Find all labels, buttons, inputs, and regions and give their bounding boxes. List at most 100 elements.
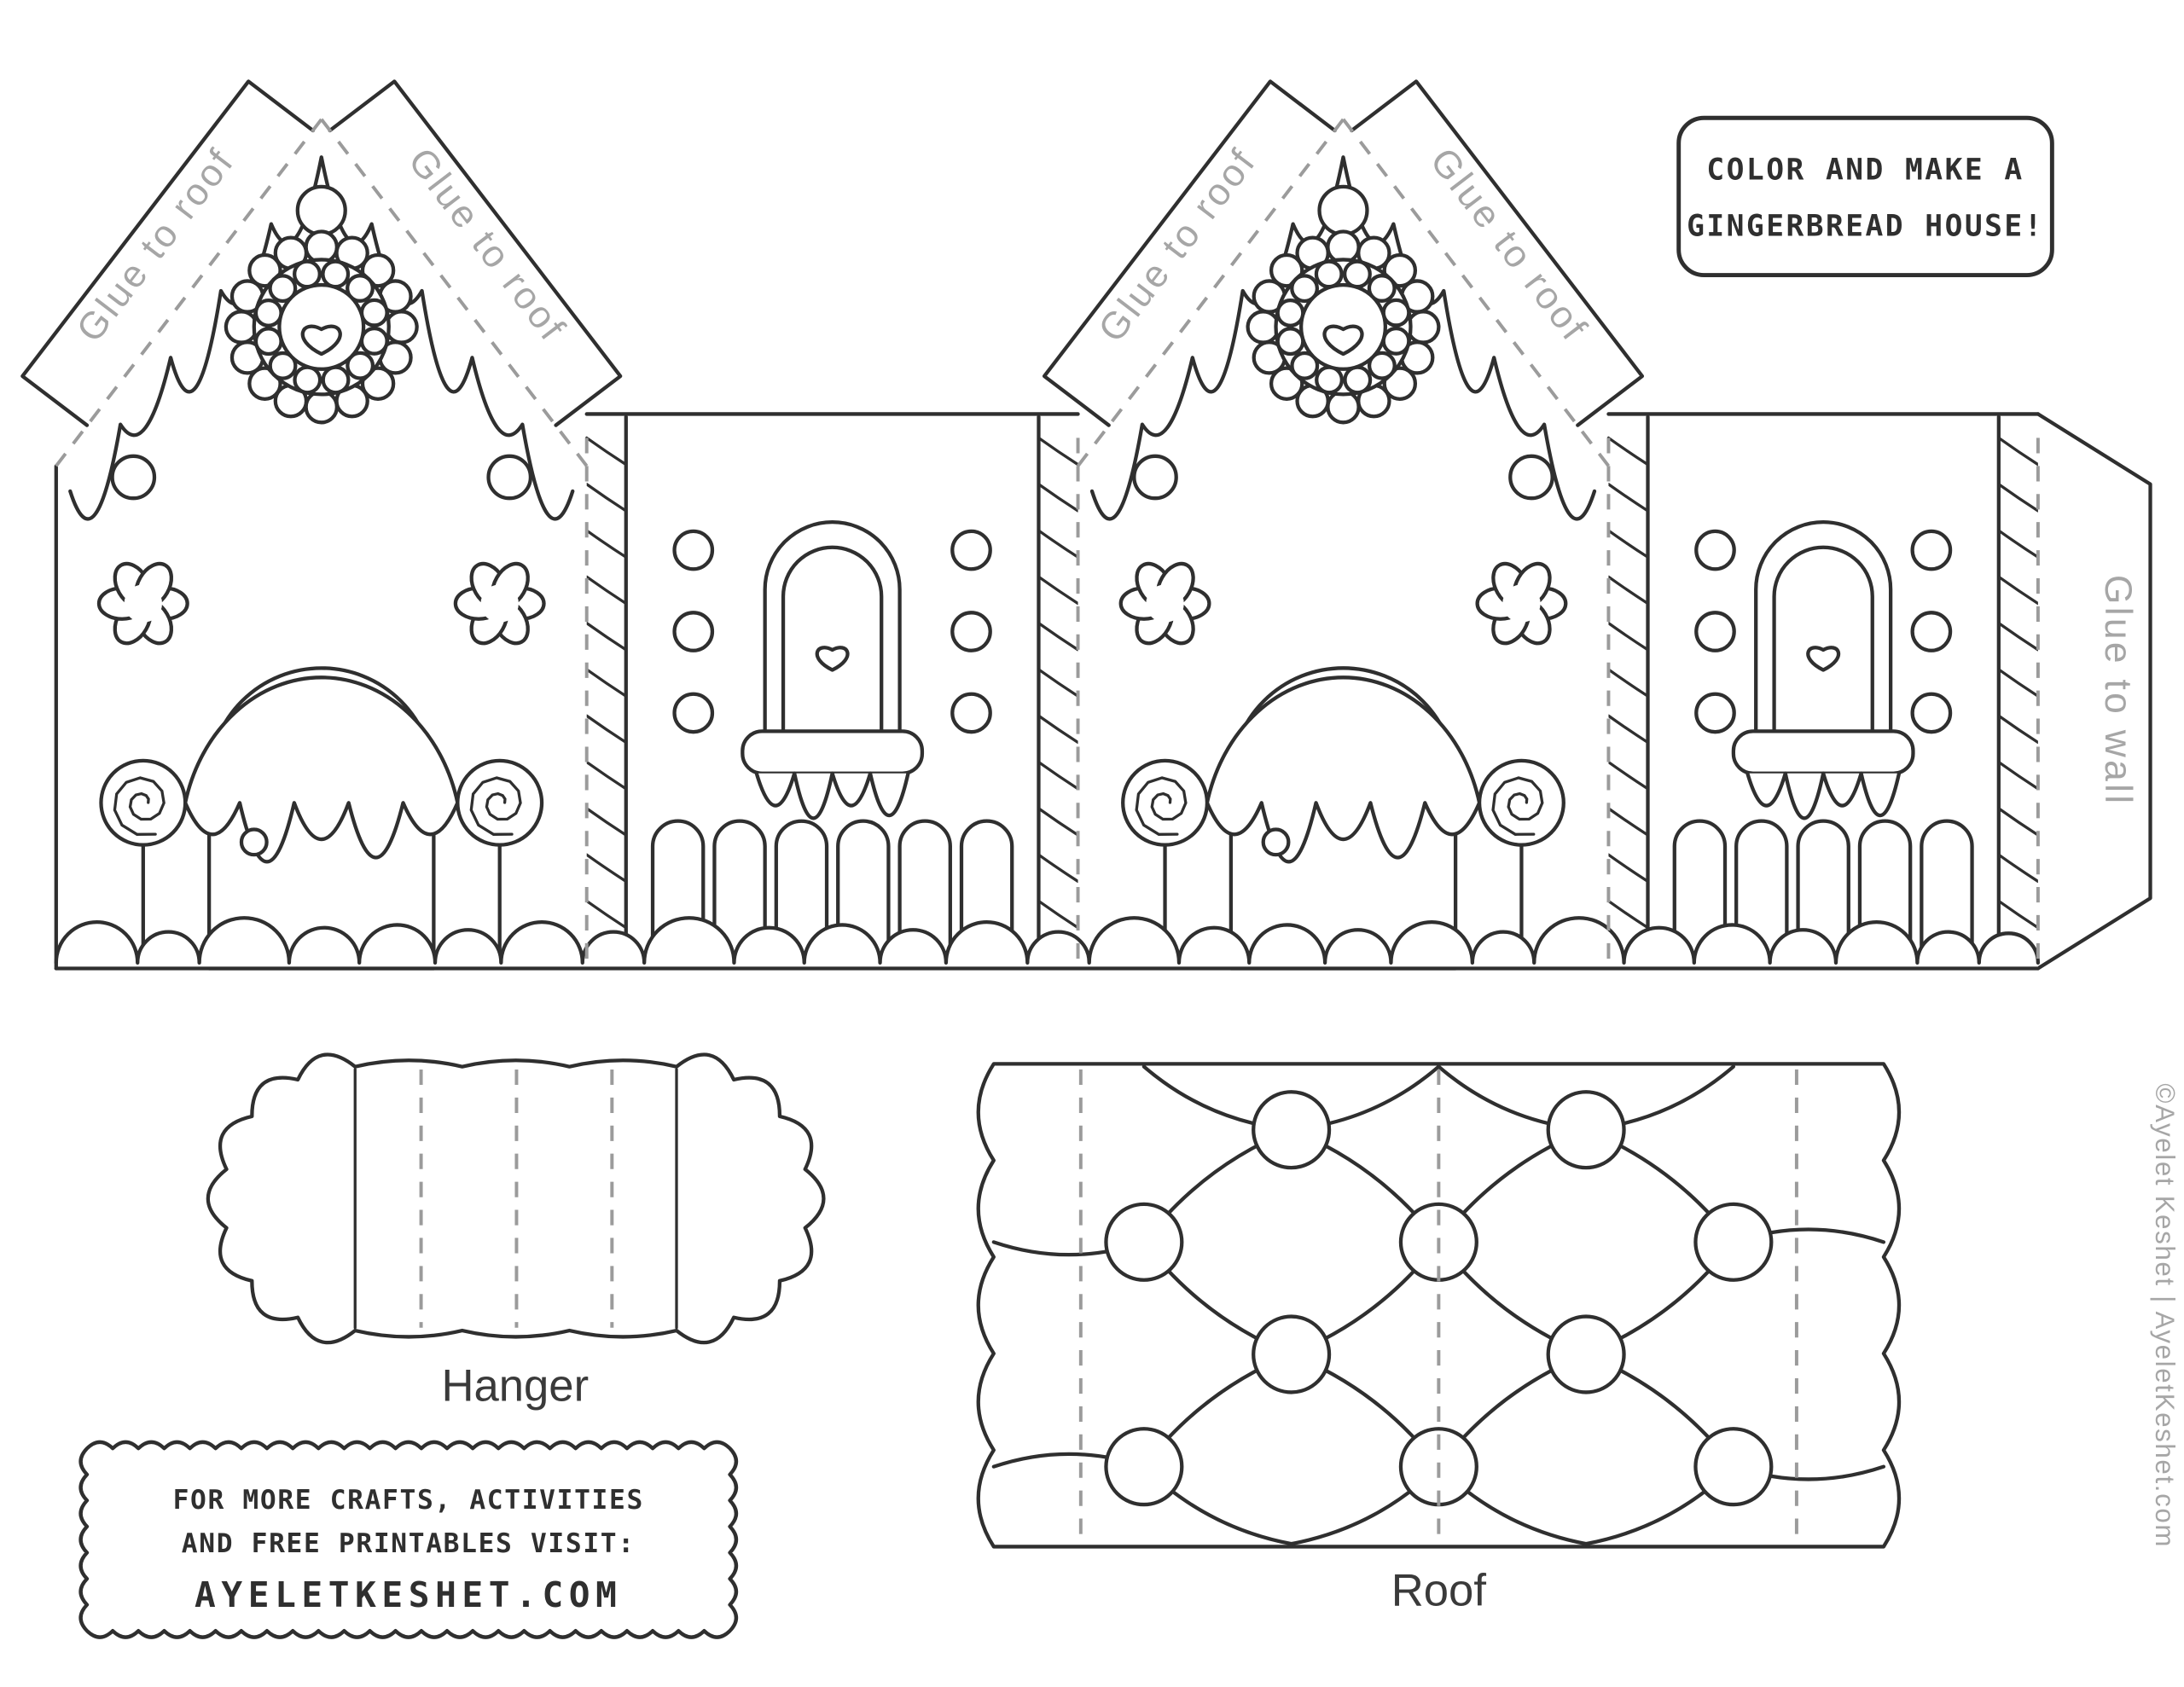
column-stripe [1997,436,2040,467]
copyright-credit: ©Ayelet Keshet | AyeletKeshet.com [2150,1083,2180,1548]
rosette-bump-inner [1343,259,1372,289]
roof-candy-button [1252,1090,1332,1170]
flower-center [1146,584,1184,623]
title-box-border [1676,115,2054,278]
window-heart [815,646,850,672]
rosette-bump-inner [1290,274,1320,304]
hanger-piece [206,1052,826,1345]
door-knob [1261,827,1291,857]
candy-column [585,415,628,965]
roof-candy-button [1104,1202,1184,1282]
column-stripe [1037,436,1080,467]
column-stripe [1606,760,1650,791]
rosette-bump-inner [1314,259,1344,289]
door-icing-awning [183,675,460,864]
fence-picket [712,819,767,968]
sill-icing [1745,771,1902,820]
column-stripe [1037,807,1080,837]
rosette-bump [1326,229,1361,264]
rosette-bump-inner [1315,365,1344,395]
column-stripe [1997,807,2040,837]
column-stripe [1037,668,1080,698]
flower-ornament [1475,561,1568,646]
column-stripe [1997,529,2040,559]
snow-band-fill [55,918,2038,967]
column-stripe [1037,621,1080,652]
column-stripe [1997,853,2040,884]
rosette-bump-inner [1367,274,1397,303]
flap-edge [1350,79,1645,427]
column-stripe [585,807,628,837]
candy-dot [1694,692,1736,734]
fence [1672,819,1974,968]
hanger-label: Hanger [441,1360,589,1411]
roof-candy-button [1104,1427,1184,1507]
footer-scallop-border [78,1440,739,1639]
facade-fill [55,119,587,969]
hanger-outline [206,1052,826,1345]
candy-dot [1910,692,1953,734]
column-stripe [1606,853,1650,884]
flap-edge [328,79,623,427]
flower-center [480,584,519,623]
gable-dot [1317,184,1369,236]
facade-dot [1132,454,1178,501]
roof-candy-button [1546,1090,1626,1170]
footer-line-1: FOR MORE CRAFTS, ACTIVITIES [173,1485,644,1516]
facade-dot [486,454,533,501]
column-stripe [1997,668,2040,698]
rosette-bump-inner [253,327,283,357]
glue-to-wall-label: Glue to wall [2097,575,2139,807]
rosette-bump-inner [253,299,283,328]
window [741,520,925,820]
rosette-bump-inner [359,298,389,328]
roof-label: Roof [1391,1566,1487,1616]
column-stripe [1037,853,1080,884]
house-facade [1077,119,1609,971]
rosette-bump-inner [1381,298,1411,328]
column-stripe [1997,575,2040,606]
glue-tab-fill [2037,414,2151,969]
door-icing-awning [1205,675,1482,864]
fence-picket [1920,819,1974,968]
rosette-bump-inner [1381,326,1411,356]
candy-dot [950,611,992,652]
column-stripe [1037,529,1080,559]
column-stripe [1997,483,2040,513]
column-stripe [1997,621,2040,652]
candy-dot [672,611,715,652]
door [183,666,460,971]
wall-section [584,412,1080,969]
flap-fill [22,81,313,426]
roof-candy-button [1546,1314,1626,1394]
column-stripe [585,621,628,652]
flower-ornament [1118,561,1211,646]
facade-dot [1508,454,1554,501]
rosette-bump-inner [1343,365,1373,395]
column-stripe [1997,899,2040,930]
flap-fill [1351,81,1642,426]
column-stripe [1037,714,1080,745]
window-sill [1731,729,1915,775]
candy-column [1606,415,1650,965]
roof-icing [68,155,575,521]
rosette-bump [1326,389,1361,425]
candy-dot [950,529,992,571]
flap-fill [329,81,621,426]
roof-glue-flaps [1042,79,1645,427]
window-inner [781,545,884,735]
rosette-bump-inner [1275,327,1305,357]
column-stripe [1606,575,1650,606]
roof-piece [976,1062,1902,1549]
door-knob [239,827,269,857]
flap-edge [20,79,316,427]
column-stripe [585,853,628,884]
column-stripe [1037,483,1080,513]
facade-fill [1077,119,1609,969]
lollipop-candy [456,758,544,847]
rosette-center [1299,282,1387,371]
column-stripe [585,483,628,513]
column-stripe [1606,807,1650,837]
house-template-strip [20,79,2152,971]
window-sill [741,729,925,775]
